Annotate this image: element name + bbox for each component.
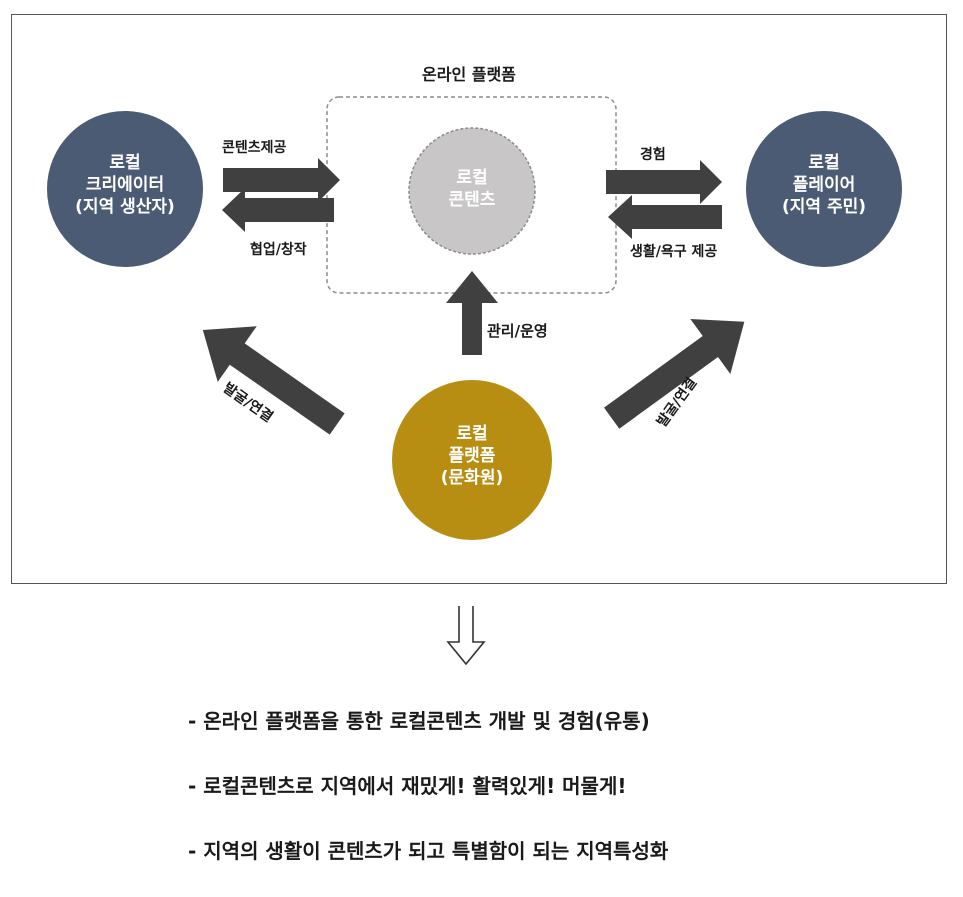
label-experience: 경험 bbox=[640, 147, 666, 163]
label-collab-creation: 협업/창작 bbox=[250, 242, 307, 258]
label-content-provision: 콘텐츠제공 bbox=[222, 140, 287, 156]
content-line-1: 로컬 bbox=[456, 168, 488, 188]
arrow-collab-creation bbox=[222, 188, 334, 232]
player-line-1: 로컬 bbox=[808, 153, 840, 173]
arrow-discover-connect-left bbox=[202, 326, 345, 435]
online-platform-label: 온라인 플랫폼 bbox=[422, 65, 516, 84]
arrow-life-needs bbox=[608, 195, 722, 239]
label-life-needs: 생활/욕구 제공 bbox=[630, 244, 718, 260]
player-line-3: (지역 주민) bbox=[781, 197, 867, 217]
platform-line-1: 로컬 bbox=[456, 424, 488, 444]
creator-line-3: (지역 생산자) bbox=[75, 197, 175, 217]
creator-node-circle bbox=[47, 111, 203, 267]
content-node-circle bbox=[408, 127, 536, 255]
bullet-1: - 온라인 플랫폼을 통한 로컬콘텐츠 개발 및 경험(유통) bbox=[188, 709, 650, 733]
player-node-label: 로컬 플레이어 (지역 주민) bbox=[746, 152, 902, 218]
diagram-canvas bbox=[47, 96, 902, 540]
content-node-label: 로컬 콘텐츠 bbox=[409, 167, 535, 211]
label-management: 관리/운영 bbox=[487, 322, 548, 340]
creator-line-1: 로컬 bbox=[109, 153, 141, 173]
player-line-2: 플레이어 bbox=[792, 175, 856, 195]
double-down-arrow-icon bbox=[446, 606, 486, 666]
bullet-2: - 로컬콘텐츠로 지역에서 재밌게! 활력있게! 머물게! bbox=[188, 774, 627, 798]
platform-line-3: (문화원) bbox=[440, 468, 504, 488]
arrow-content-provision bbox=[223, 158, 340, 202]
arrow-experience bbox=[606, 160, 722, 204]
creator-line-2: 크리에이터 bbox=[85, 175, 165, 195]
platform-node-label: 로컬 플랫폼 (문화원) bbox=[392, 423, 552, 489]
player-node-circle bbox=[746, 111, 902, 267]
creator-node-label: 로컬 크리에이터 (지역 생산자) bbox=[47, 152, 203, 218]
content-line-2: 콘텐츠 bbox=[448, 190, 496, 210]
platform-line-2: 플랫폼 bbox=[448, 446, 496, 466]
platform-node-circle bbox=[392, 380, 552, 540]
arrow-discover-connect-right bbox=[604, 318, 745, 429]
bullet-3: - 지역의 생활이 콘텐츠가 되고 특별함이 되는 지역특성화 bbox=[188, 839, 669, 863]
arrow-management bbox=[446, 271, 498, 355]
